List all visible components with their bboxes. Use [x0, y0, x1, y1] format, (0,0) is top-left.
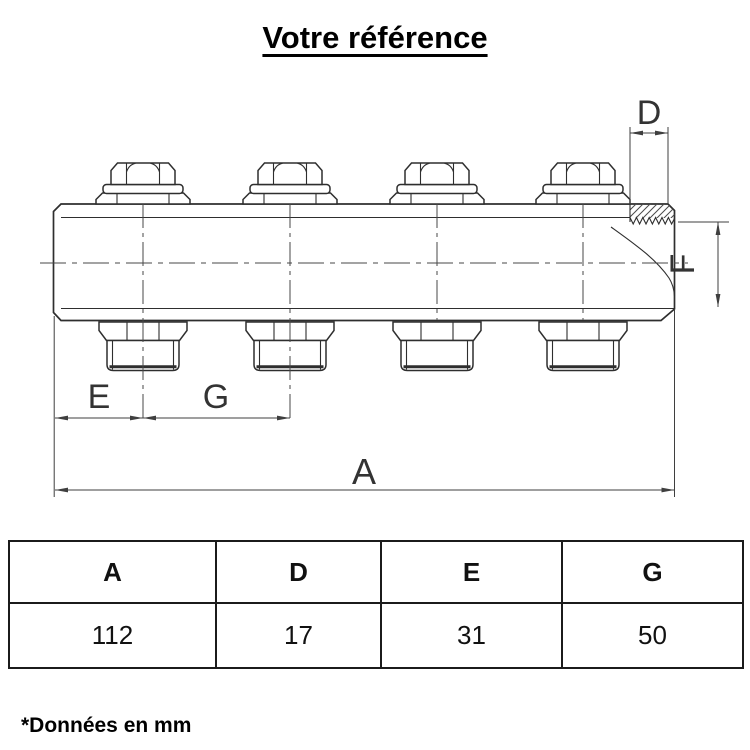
top-port-assembly: [242, 162, 338, 205]
dim-label-g: G: [203, 378, 229, 416]
manifold-body: [52, 203, 676, 322]
header-cell-d: D: [215, 540, 382, 604]
top-port-assembly: [95, 162, 191, 205]
dim-label-f: F: [664, 254, 702, 275]
table-header-row: A D E G: [8, 540, 744, 604]
header-cell-e: E: [380, 540, 563, 604]
top-port-assembly: [535, 162, 631, 205]
dim-label-d: D: [637, 94, 662, 132]
value-cell-e: 31: [380, 602, 563, 669]
cavity-curve: [610, 226, 676, 297]
header-cell-g: G: [561, 540, 744, 604]
thread-profile: [629, 216, 675, 226]
dimensions-table: A D E G 112 17 31 50: [8, 540, 744, 669]
header-cell-a: A: [8, 540, 217, 604]
value-cell-d: 17: [215, 602, 382, 669]
units-note: *Données en mm: [21, 714, 192, 737]
bottom-port-assembly: [537, 320, 629, 372]
dimension-arrows: [55, 130, 721, 493]
table-value-row: 112 17 31 50: [8, 602, 744, 669]
value-cell-a: 112: [8, 602, 217, 669]
page-title: Votre référence: [0, 20, 750, 56]
page-title-text: Votre référence: [262, 20, 488, 55]
thread-section: [610, 204, 676, 297]
value-cell-g: 50: [561, 602, 744, 669]
dim-label-e: E: [88, 378, 111, 416]
top-port-assembly: [389, 162, 485, 205]
bottom-port-assembly: [391, 320, 483, 372]
dim-label-a: A: [352, 451, 376, 492]
thread-hatch: [630, 204, 675, 218]
dimension-lines: [53, 127, 729, 497]
